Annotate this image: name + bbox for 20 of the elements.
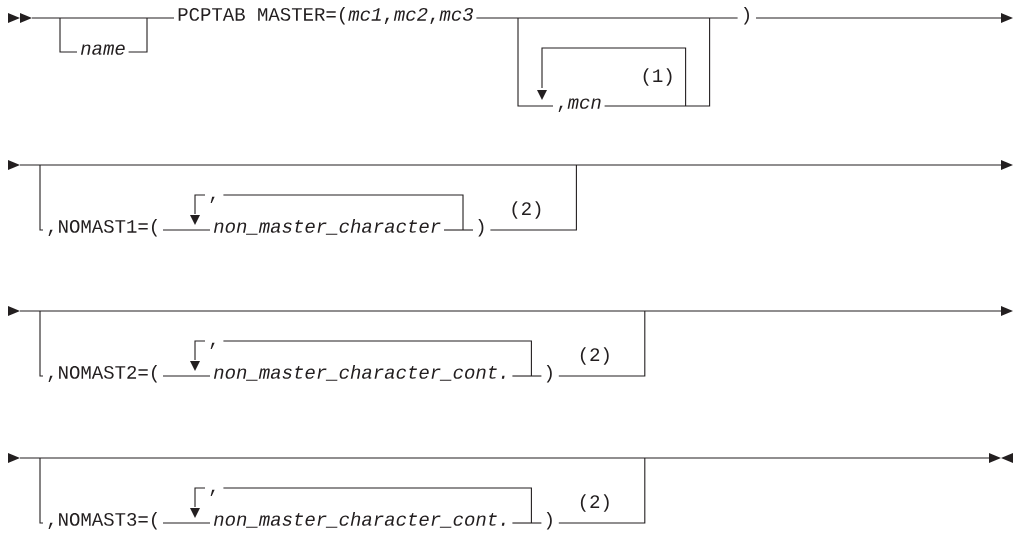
keyword-text: PCPTAB MASTER=(mc1,mc2,mc3 — [178, 6, 473, 25]
parenthesis: ) — [546, 364, 552, 383]
parenthesis: ) — [743, 6, 749, 25]
parenthesis: ) — [546, 511, 552, 530]
variable-name: non_master_character_cont. — [213, 364, 505, 381]
footnote-number: (2) — [580, 347, 609, 365]
variable-name: name — [80, 44, 125, 55]
separator-comma: , — [210, 196, 215, 203]
footnote-number: (1) — [643, 68, 672, 86]
separator-comma: , — [210, 489, 215, 496]
footnote-number: (2) — [580, 494, 609, 512]
variable-name: non_master_character — [213, 218, 441, 235]
keyword-text: ,NOMAST2=( — [48, 364, 158, 383]
variable-name: non_master_character_cont. — [213, 511, 505, 528]
variable-name: ,mcn — [558, 98, 601, 112]
separator-comma: , — [210, 342, 215, 349]
footnote-number: (2) — [512, 201, 541, 219]
parenthesis: ) — [478, 218, 484, 237]
keyword-text: ,NOMAST3=( — [48, 511, 158, 530]
keyword-text: ,NOMAST1=( — [48, 218, 158, 237]
